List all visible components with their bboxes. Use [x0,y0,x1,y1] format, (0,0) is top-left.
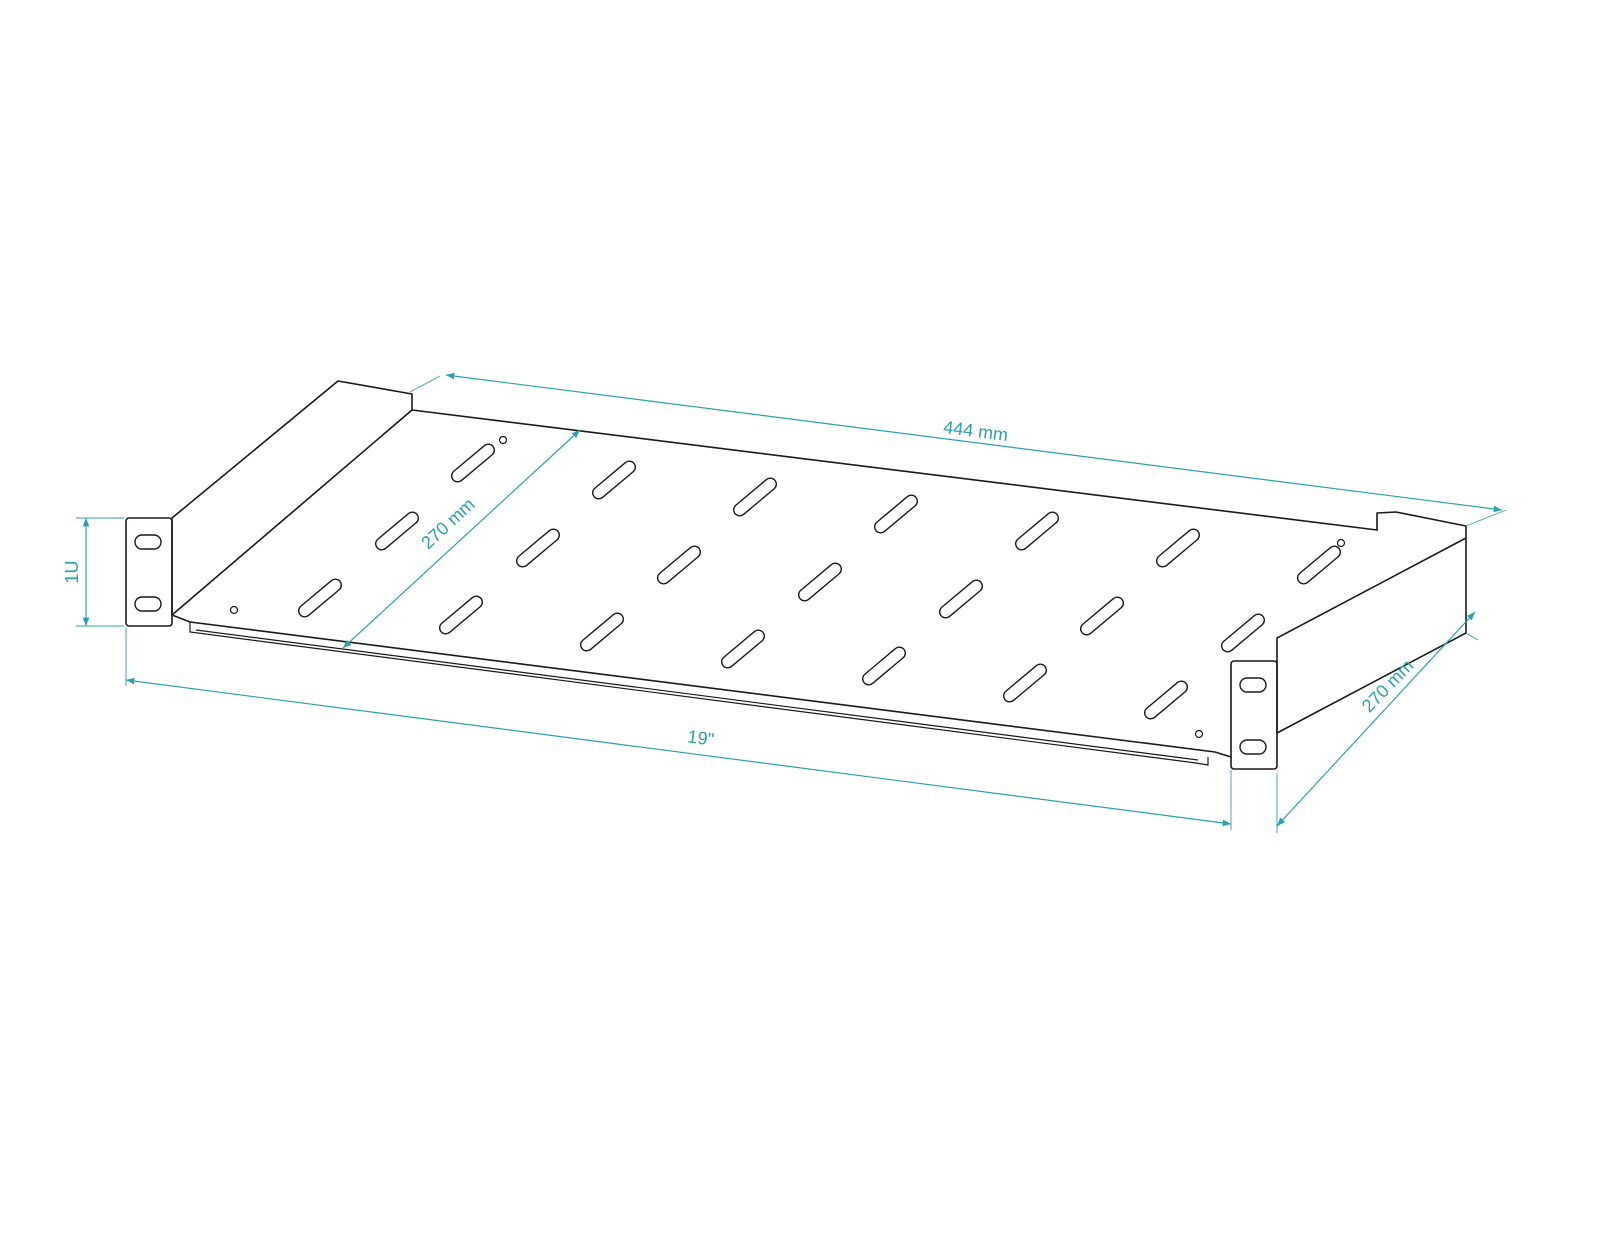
dim-label-444mm: 444 mm [942,417,1009,445]
right-ear-hole-top [1239,677,1267,693]
ventilation-slot [591,460,637,500]
ventilation-slot [1143,680,1189,720]
ventilation-slot [450,443,496,483]
ventilation-slot [656,545,702,585]
fixing-hole [1194,729,1204,739]
dim-line-270-side [1276,611,1476,827]
dim-line-270-inner [342,429,581,649]
dim-label-1u: 1U [62,560,82,583]
fixing-hole [229,605,239,615]
left-mounting-ear [125,517,173,627]
fixing-hole [1336,538,1346,548]
left-ear-hole-top [134,534,162,550]
ventilation-slot [797,562,843,602]
ventilation-slot [732,477,778,517]
left-ear-hole-bottom [134,596,162,612]
right-ear-hole-bottom [1239,739,1267,755]
dimensions: 444 mm 19" 1U 270 mm 270 mm [62,372,1507,833]
ventilation-slot [1155,528,1201,568]
shelf-body [125,380,1467,770]
ventilation-slot [374,511,420,551]
ventilation-slot [720,629,766,669]
dim-line-19in [125,677,1232,827]
ventilation-slot [297,578,343,618]
ventilation-slot [1002,663,1048,703]
ventilation-slot [579,612,625,652]
ventilation-slot [515,528,561,568]
dim-label-270mm-inner: 270 mm [417,494,478,553]
ventilation-slot [938,579,984,619]
ventilation-slots [297,443,1342,720]
dim-line-444 [445,372,1503,513]
ventilation-slot [1296,545,1342,585]
fixing-hole [498,435,508,445]
ventilation-slot [861,646,907,686]
left-side-wall [171,380,413,616]
ventilation-slot [873,494,919,534]
ventilation-slot [1014,511,1060,551]
ventilation-slot [1079,596,1125,636]
dim-label-19in: 19" [686,726,715,749]
ventilation-slot [1220,613,1266,653]
ventilation-slot [438,595,484,635]
